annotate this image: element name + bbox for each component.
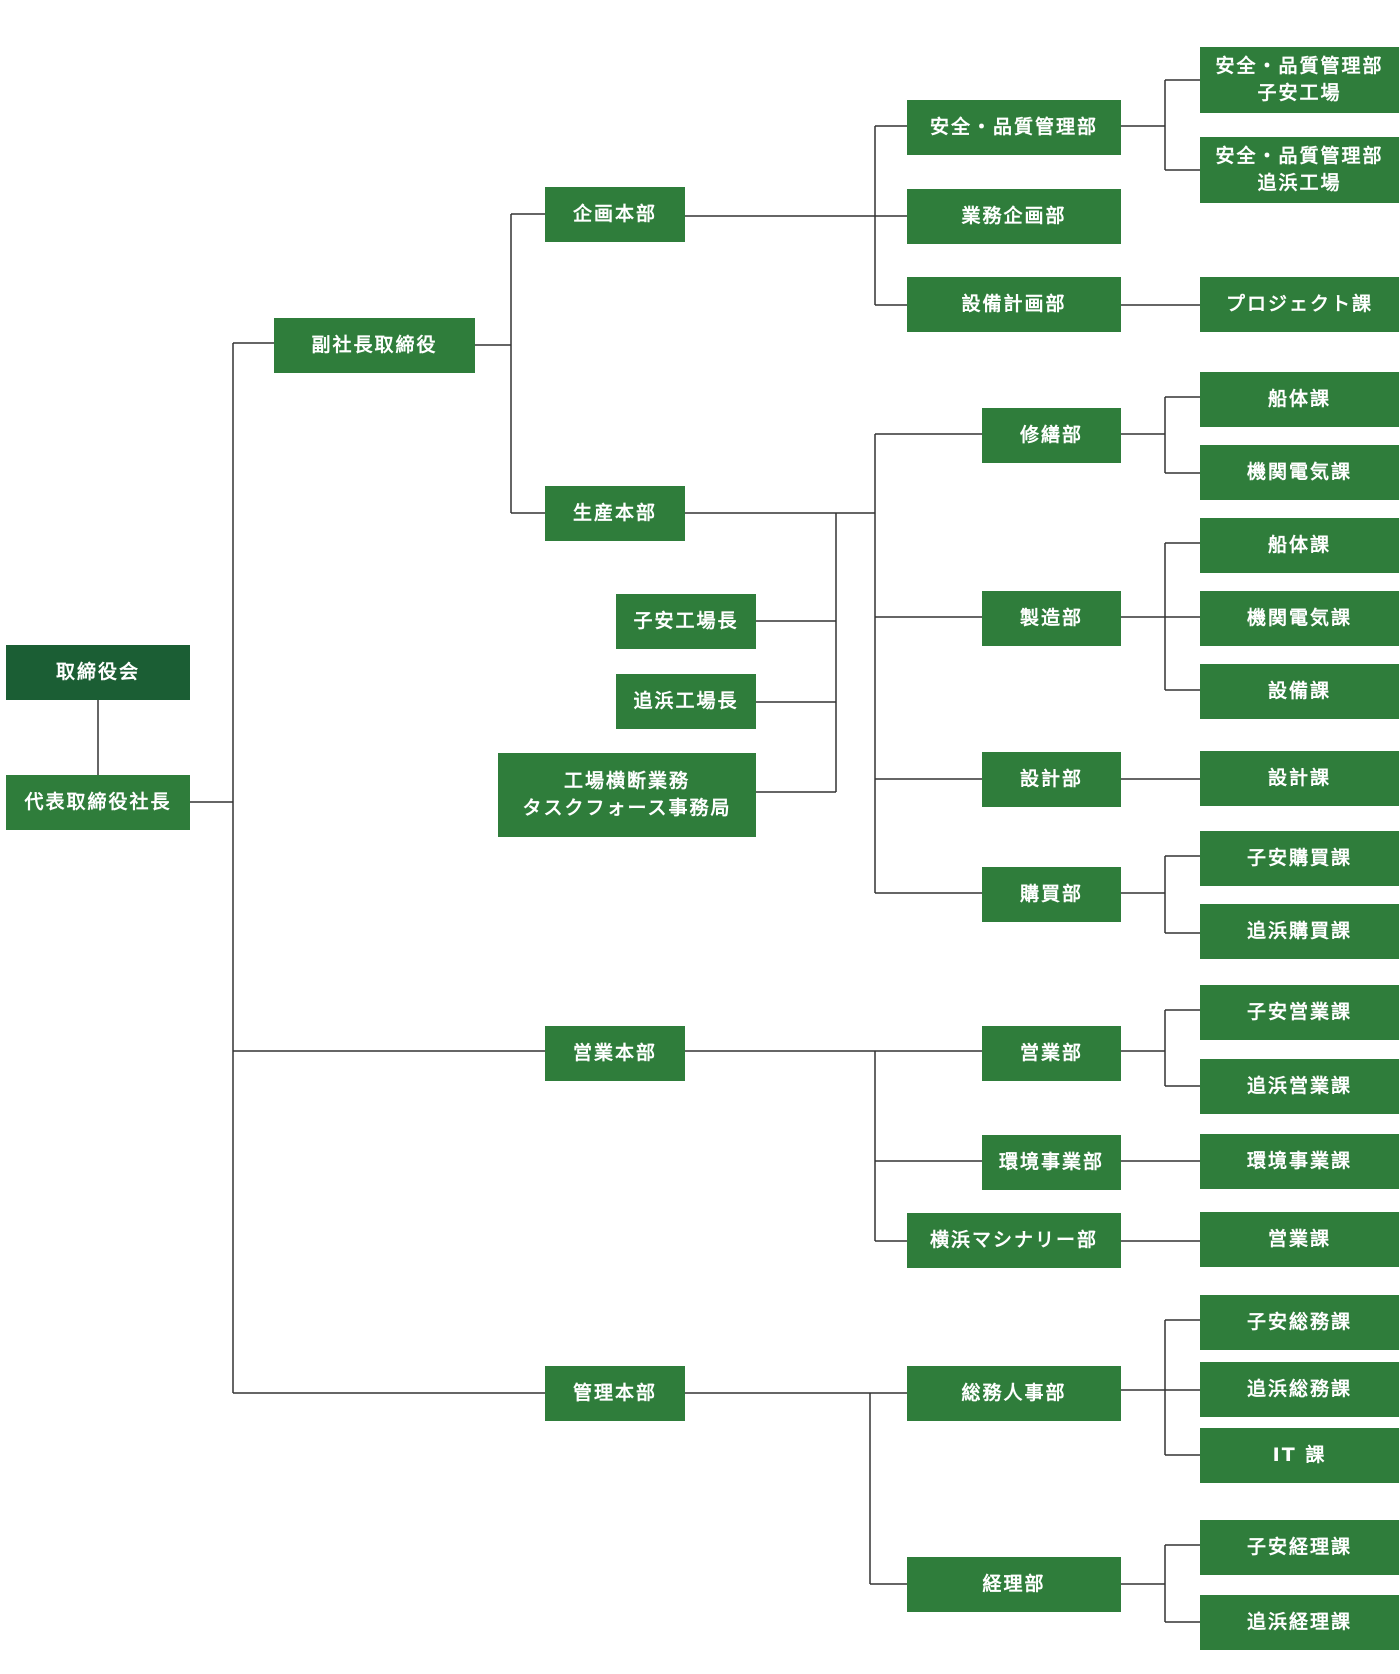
connector-manufacturing xyxy=(1121,542,1200,691)
node-business-planning-dept: 業務企画部 xyxy=(907,189,1121,244)
node-environment-dept: 環境事業部 xyxy=(982,1135,1121,1190)
node-sq-oppama-plant: 安全・品質管理部 追浜工場 xyxy=(1200,137,1399,203)
node-production-hq: 生産本部 xyxy=(545,486,685,541)
node-oppama-plant-manager: 追浜工場長 xyxy=(616,674,756,729)
node-facility-planning-dept: 設備計画部 xyxy=(907,277,1121,332)
node-sales-section: 営業課 xyxy=(1200,1212,1399,1267)
node-yokohama-machinery-dept: 横浜マシナリー部 xyxy=(907,1213,1121,1268)
node-koyasu-plant-manager: 子安工場長 xyxy=(616,594,756,649)
node-planning-hq: 企画本部 xyxy=(545,187,685,242)
node-mfg-engine-electric-section: 機関電気課 xyxy=(1200,591,1399,646)
node-accounting-dept: 経理部 xyxy=(907,1557,1121,1612)
node-vice-president: 副社長取締役 xyxy=(274,318,475,373)
connector-safety xyxy=(1121,79,1200,171)
connector-sales-hq xyxy=(685,1050,982,1242)
node-repair-engine-electric-section: 機関電気課 xyxy=(1200,445,1399,500)
node-sales-dept: 営業部 xyxy=(982,1026,1121,1081)
node-purchasing-dept: 購買部 xyxy=(982,867,1121,922)
node-design-section: 設計課 xyxy=(1200,751,1399,806)
node-koyasu-general-affairs-section: 子安総務課 xyxy=(1200,1295,1399,1350)
node-board: 取締役会 xyxy=(6,645,190,700)
node-sq-koyasu-plant: 安全・品質管理部 子安工場 xyxy=(1200,47,1399,113)
node-koyasu-purchasing-section: 子安購買課 xyxy=(1200,831,1399,886)
node-it-section: IT 課 xyxy=(1200,1428,1399,1483)
node-manufacturing-dept: 製造部 xyxy=(982,591,1121,646)
connector-vp xyxy=(475,213,545,514)
connector-repair xyxy=(1121,396,1200,474)
node-oppama-sales-section: 追浜営業課 xyxy=(1200,1059,1399,1114)
connector-admin xyxy=(685,1392,907,1585)
connector-president-trunk xyxy=(190,342,545,1394)
node-project-section: プロジェクト課 xyxy=(1200,277,1399,332)
node-oppama-purchasing-section: 追浜購買課 xyxy=(1200,904,1399,959)
connector-accounting xyxy=(1121,1544,1200,1623)
node-mfg-hull-section: 船体課 xyxy=(1200,518,1399,573)
node-president: 代表取締役社長 xyxy=(6,775,190,830)
node-oppama-accounting-section: 追浜経理課 xyxy=(1200,1595,1399,1650)
node-design-dept: 設計部 xyxy=(982,752,1121,807)
connector-planning xyxy=(685,125,907,306)
node-taskforce-office: 工場横断業務 タスクフォース事務局 xyxy=(498,753,756,837)
node-general-affairs-hr-dept: 総務人事部 xyxy=(907,1366,1121,1421)
node-koyasu-accounting-section: 子安経理課 xyxy=(1200,1520,1399,1575)
node-safety-quality-dept: 安全・品質管理部 xyxy=(907,100,1121,155)
node-environment-section: 環境事業課 xyxy=(1200,1134,1399,1189)
node-mfg-equipment-section: 設備課 xyxy=(1200,664,1399,719)
node-repair-dept: 修繕部 xyxy=(982,408,1121,463)
connector-ga-hr xyxy=(1121,1319,1200,1456)
node-koyasu-sales-section: 子安営業課 xyxy=(1200,985,1399,1040)
connector-production xyxy=(685,433,982,894)
node-oppama-general-affairs-section: 追浜総務課 xyxy=(1200,1362,1399,1417)
node-admin-hq: 管理本部 xyxy=(545,1366,685,1421)
node-sales-hq: 営業本部 xyxy=(545,1026,685,1081)
node-repair-hull-section: 船体課 xyxy=(1200,372,1399,427)
connector-sales-dept xyxy=(1121,1009,1200,1087)
connector-purchasing xyxy=(1121,855,1200,934)
